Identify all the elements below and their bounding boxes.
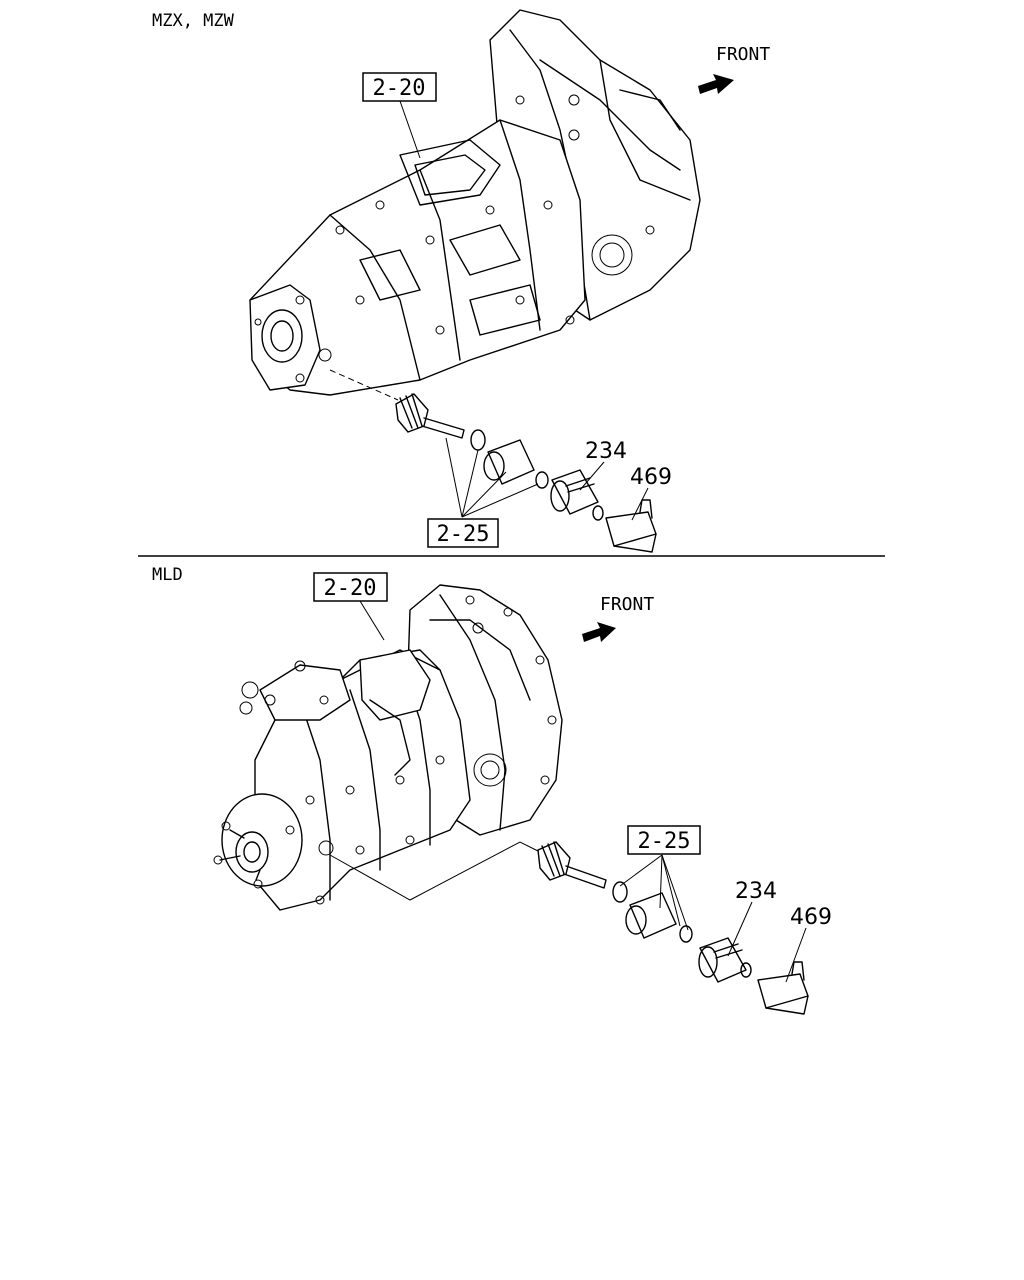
ref-label-2-25: 2-25	[437, 522, 490, 547]
front-arrow-icon	[582, 622, 616, 642]
speedometer-drive-gear	[395, 393, 465, 439]
sleeve	[483, 439, 535, 485]
model-label: MZX, MZW	[152, 11, 235, 31]
front-arrow-icon	[698, 74, 734, 94]
o-ring	[612, 881, 628, 903]
transmission-assembly	[249, 9, 701, 396]
leader-line	[445, 437, 463, 518]
leader-line	[461, 449, 479, 518]
model-label: MLD	[152, 565, 183, 585]
section-mzx-mzw: MZX, MZW FRONT	[152, 9, 770, 553]
part-number-234: 234	[585, 439, 627, 464]
leader-line	[619, 854, 663, 887]
leader-line	[461, 483, 539, 518]
install-path-line	[329, 369, 399, 401]
leader-line	[359, 600, 385, 641]
ref-label-2-25: 2-25	[638, 829, 691, 854]
o-ring	[679, 925, 693, 943]
o-ring	[470, 429, 486, 451]
front-label: FRONT	[716, 44, 770, 65]
leader-line	[727, 901, 753, 957]
sleeve	[625, 892, 677, 939]
part-number-234: 234	[735, 879, 777, 904]
leader-line	[785, 927, 807, 983]
ref-box-2-20	[313, 572, 388, 602]
speed-sensor	[698, 937, 752, 983]
ref-label-2-20: 2-20	[373, 76, 426, 101]
transmission-assembly	[213, 584, 563, 911]
install-path-line	[329, 841, 541, 901]
front-label: FRONT	[600, 594, 654, 615]
leader-line	[661, 854, 681, 927]
leader-line	[461, 471, 507, 518]
sensor-bracket	[605, 499, 657, 553]
leader-line	[631, 487, 649, 521]
part-number-469: 469	[630, 465, 672, 490]
speedometer-drive-gear	[537, 841, 607, 889]
ref-box-2-20	[362, 72, 437, 102]
speed-sensor	[550, 469, 604, 521]
section-mld: MLD FRONT	[152, 565, 832, 1015]
ref-box-2-25	[627, 825, 701, 855]
leader-line	[579, 461, 605, 491]
part-number-469: 469	[790, 905, 832, 930]
o-ring	[535, 471, 549, 489]
leader-line	[661, 854, 689, 931]
leader-line	[659, 854, 663, 909]
leader-line	[399, 100, 421, 159]
ref-label-2-20: 2-20	[324, 576, 377, 601]
sensor-bracket	[757, 961, 809, 1015]
ref-box-2-25	[427, 518, 499, 548]
